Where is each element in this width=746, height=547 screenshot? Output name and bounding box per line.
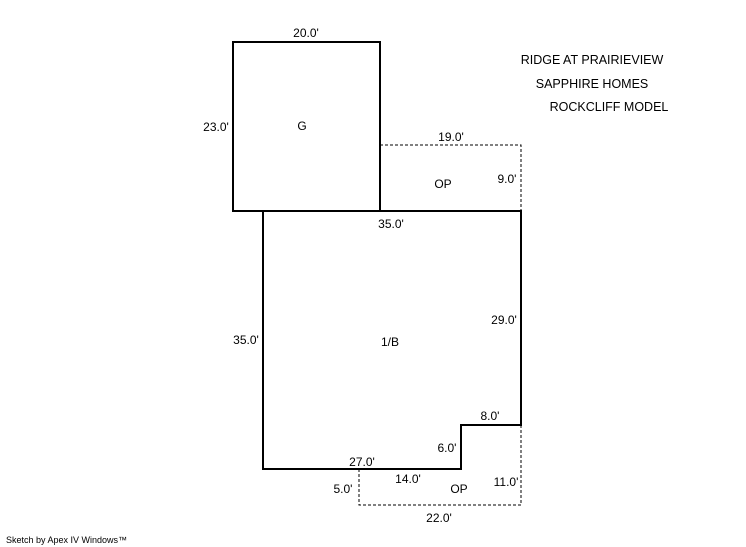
dim-porch-top-top: 19.0' [438,130,464,144]
title-line-3: ROCKCLIFF MODEL [550,100,669,114]
dim-garage-left: 23.0' [203,120,229,134]
title-line-2: SAPPHIRE HOMES [536,77,649,91]
title-line-1: RIDGE AT PRAIRIEVIEW [521,53,664,67]
area-label-main: 1/B [381,335,399,349]
area-label-garage: G [297,119,306,133]
dim-porch-bottom-bottom: 22.0' [426,511,452,525]
dim-main-bottom: 27.0' [349,455,375,469]
area-label-porch-bottom: OP [450,482,467,496]
dim-porch-bottom-top: 14.0' [395,472,421,486]
porch-bottom-outline [358,425,522,506]
dim-main-left: 35.0' [233,333,259,347]
dim-garage-top: 20.0' [293,26,319,40]
dim-main-right: 29.0' [491,313,517,327]
dim-porch-bottom-left: 5.0' [334,482,353,496]
footer-credit: Sketch by Apex IV Windows™ [6,535,128,545]
area-label-porch-top: OP [434,177,451,191]
dim-porch-bottom-right: 11.0' [494,475,519,489]
dim-main-step-side: 6.0' [438,441,457,455]
dim-main-step-top: 8.0' [481,409,500,423]
dim-main-top: 35.0' [378,217,404,231]
porch-top-outline [380,144,522,211]
dim-porch-top-right: 9.0' [498,172,517,186]
